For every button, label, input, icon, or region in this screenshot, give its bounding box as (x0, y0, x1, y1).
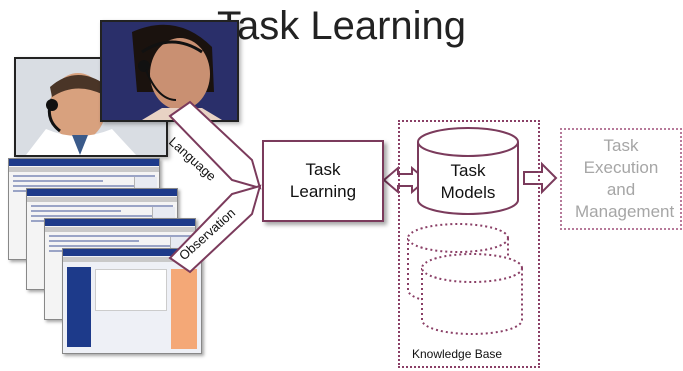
observation-arrow (168, 184, 262, 274)
knowledge-base-label: Knowledge Base (412, 347, 503, 361)
knowledge-base-cylinder-front (421, 253, 523, 335)
browser-screenshot (62, 248, 202, 354)
execution-arrow (523, 161, 558, 195)
task-learning-label: Task Learning (289, 160, 357, 201)
language-arrow (168, 100, 262, 190)
task-models-label: Task Models (440, 161, 496, 202)
task-learning-box: Task Learning (262, 140, 384, 222)
woman-headset-photo (100, 20, 239, 122)
task-execution-box: Task Execution and Management (560, 128, 682, 230)
task-models-cylinder (417, 127, 519, 215)
slide-title: Task Learning (216, 4, 467, 48)
task-execution-label: Task Execution and Management (575, 136, 675, 221)
knowledge-base-container (398, 120, 540, 368)
